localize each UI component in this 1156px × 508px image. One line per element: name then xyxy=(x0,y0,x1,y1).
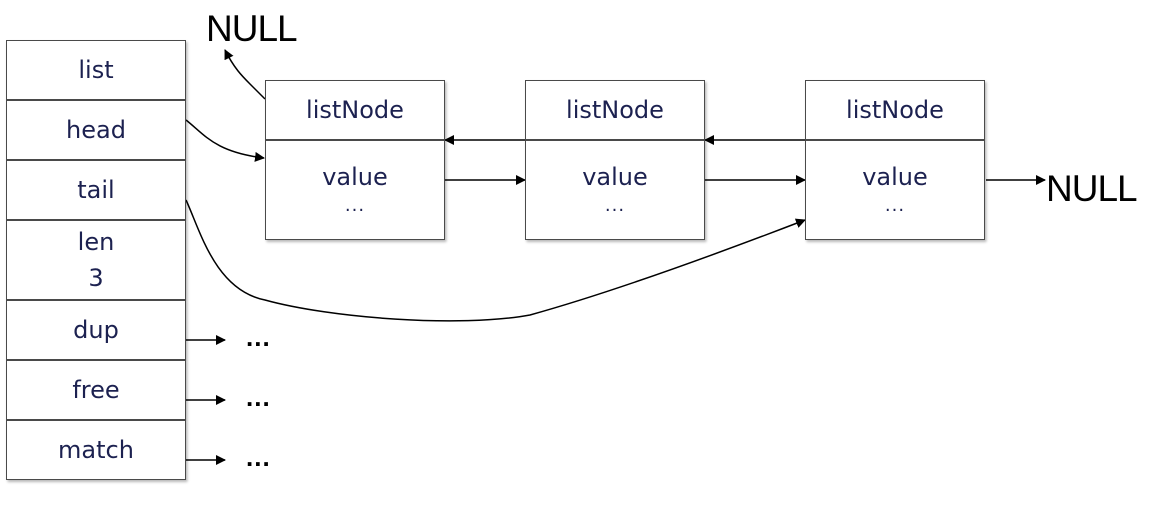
list-field-head-label: head xyxy=(66,116,126,144)
list-struct-title: list xyxy=(6,40,186,100)
list-field-dup-label: dup xyxy=(73,316,119,344)
tail-to-last-node-arrow xyxy=(185,199,806,322)
node-2-value-label: value xyxy=(582,163,648,191)
node-3-value-label: value xyxy=(862,163,928,191)
node-1-title: listNode xyxy=(265,80,445,140)
list-field-head: head xyxy=(6,100,186,160)
node-3-more: ... xyxy=(884,195,906,216)
list-field-match: match xyxy=(6,420,186,480)
list-field-tail-label: tail xyxy=(77,176,115,204)
list-field-len-value: 3 xyxy=(88,264,104,292)
list-field-free: free xyxy=(6,360,186,420)
list-struct-title-text: list xyxy=(78,56,114,84)
node-2-title-text: listNode xyxy=(566,96,664,124)
list-field-match-label: match xyxy=(58,436,134,464)
node-3-title-text: listNode xyxy=(846,96,944,124)
list-field-len: len 3 xyxy=(6,220,186,300)
node-1-body: value ... xyxy=(265,140,445,240)
node-1-value-label: value xyxy=(322,163,388,191)
node-3-title: listNode xyxy=(805,80,985,140)
null-next-label: NULL xyxy=(1046,168,1138,209)
dup-target-ellipsis: ... xyxy=(246,322,271,352)
node-2-more: ... xyxy=(604,195,626,216)
node-2-body: value ... xyxy=(525,140,705,240)
list-field-tail: tail xyxy=(6,160,186,220)
match-target-ellipsis: ... xyxy=(246,442,271,472)
node-1-title-text: listNode xyxy=(306,96,404,124)
list-field-dup: dup xyxy=(6,300,186,360)
first-node-prev-arrow xyxy=(224,49,266,100)
node-1-more: ... xyxy=(344,195,366,216)
free-target-ellipsis: ... xyxy=(246,382,271,412)
head-to-first-node-arrow xyxy=(185,119,265,162)
node-3-body: value ... xyxy=(805,140,985,240)
null-prev-label: NULL xyxy=(206,8,298,49)
list-field-free-label: free xyxy=(72,376,120,404)
node-2-title: listNode xyxy=(525,80,705,140)
list-field-len-label: len xyxy=(77,228,115,256)
